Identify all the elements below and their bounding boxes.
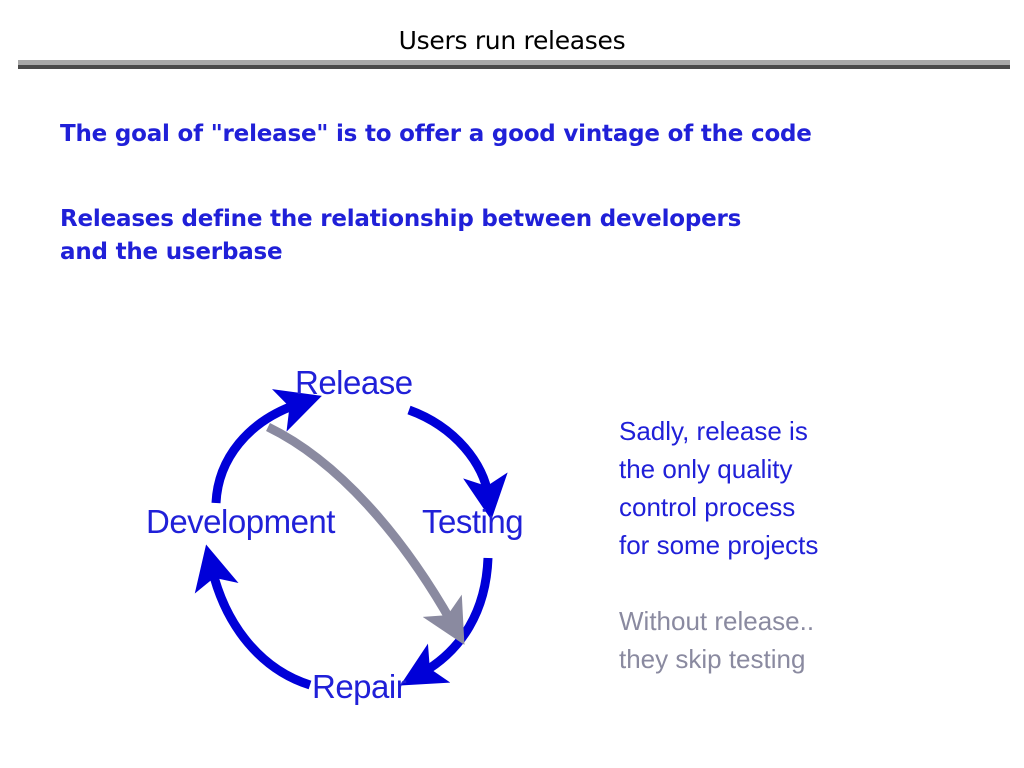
body-paragraph-relationship: Releases define the relationship between…	[60, 206, 742, 265]
divider-shadow	[18, 65, 1010, 69]
arrow-testing-to-repair	[400, 557, 493, 686]
body-paragraph-goal: The goal of "release" is to offer a good…	[60, 121, 812, 147]
title-divider	[18, 60, 1010, 69]
divider-highlight	[18, 60, 1010, 65]
note-quality-control: Sadly, release is the only quality contr…	[619, 416, 819, 560]
arrow-development-to-release	[211, 389, 322, 504]
cycle-node-testing: Testing	[422, 503, 524, 540]
arrow-release-to-repair-shortcut	[266, 422, 465, 645]
page-title: Users run releases	[398, 26, 626, 55]
cycle-node-development: Development	[146, 503, 335, 540]
cycle-node-release: Release	[295, 364, 413, 401]
cycle-node-repair: Repair	[312, 668, 407, 705]
note-skip-testing: Without release.. they skip testing	[619, 606, 815, 674]
release-cycle-diagram: Release Testing Repair Development	[130, 355, 570, 725]
arrow-release-to-testing	[407, 405, 508, 520]
arrow-repair-to-development	[194, 544, 312, 690]
cycle-arrows-svg	[194, 389, 508, 690]
